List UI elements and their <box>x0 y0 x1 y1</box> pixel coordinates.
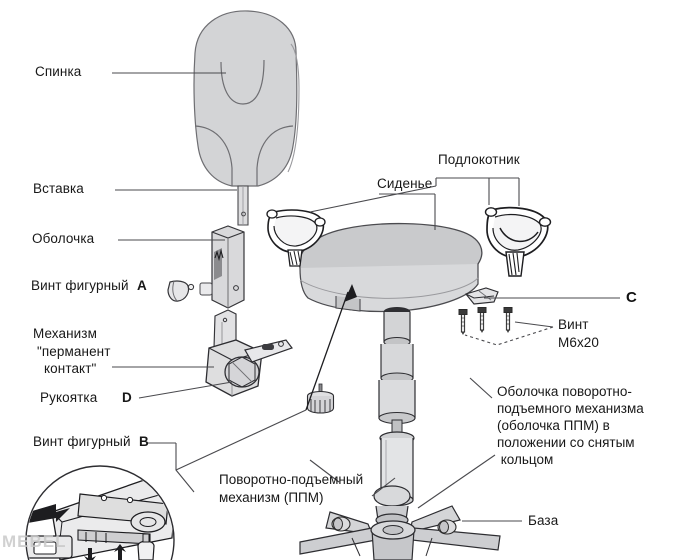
armrest-right-part <box>484 206 552 277</box>
screws-m6x20-group <box>458 307 513 336</box>
screw-a-part <box>167 280 195 302</box>
ppm-shell-part <box>373 485 411 527</box>
screw-b-part <box>306 383 335 414</box>
label-mechanism-line1: Механизм <box>33 326 97 341</box>
shell-part <box>199 225 245 309</box>
label-shell: Оболочка <box>32 231 95 246</box>
watermark: MEBEL <box>2 532 67 551</box>
label-ppm-shell-line3: (оболочка ППМ) в <box>497 418 610 433</box>
label-screw-m6-line2: M6x20 <box>558 335 600 350</box>
label-mechanism-line3: контакт" <box>44 361 97 376</box>
label-ppm-shell-line1: Оболочка поворотно- <box>497 384 632 399</box>
label-ppm-shell-line4: положении со снятым <box>497 435 635 450</box>
label-ppm-shell-line5: кольцом <box>497 452 554 467</box>
detail-inset <box>25 465 175 560</box>
label-ppm-shell-line2: подъемного механизма <box>497 401 644 416</box>
label-ppm-line1: Поворотно-подъемный <box>219 472 364 487</box>
label-letter-c: C <box>626 289 637 306</box>
base-part <box>299 505 501 560</box>
gas-lift-part <box>378 307 416 507</box>
label-armrest: Подлокотник <box>438 152 520 167</box>
backrest-part <box>193 10 300 226</box>
label-insert: Вставка <box>33 181 84 196</box>
label-screw-b-letter: B <box>139 434 149 449</box>
label-screw-b: Винт фигурный <box>33 434 131 449</box>
label-screw-a: Винт фигурный <box>31 278 129 293</box>
seat-part <box>298 222 483 313</box>
label-screw-a-letter: A <box>137 278 147 293</box>
armrest-left-part <box>266 209 326 267</box>
label-handle-letter: D <box>122 390 132 405</box>
label-handle: Рукоятка <box>40 390 98 405</box>
bracket-c-part <box>465 287 499 305</box>
label-ppm-line2: механизм (ППМ) <box>219 490 324 505</box>
label-seat: Сиденье <box>377 176 433 191</box>
leader-lines <box>112 72 620 522</box>
label-backrest: Спинка <box>35 64 82 79</box>
label-screw-m6-line1: Винт <box>558 317 589 332</box>
seat-arrow <box>305 284 357 411</box>
permanent-contact-mechanism-part <box>205 309 293 397</box>
label-base: База <box>528 513 559 528</box>
label-mechanism-line2: "перманент <box>37 344 111 359</box>
